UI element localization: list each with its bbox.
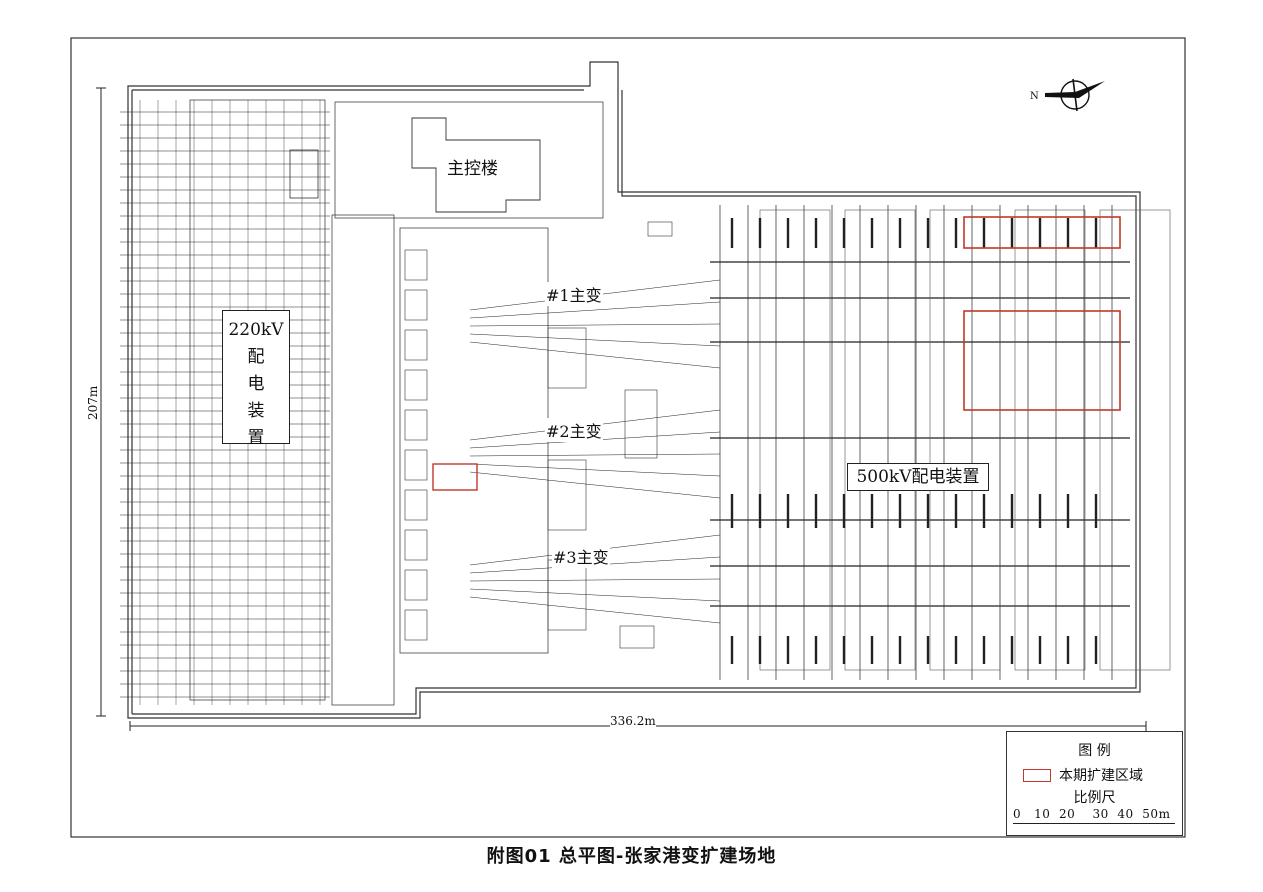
expansion-area-swatch (1023, 769, 1051, 782)
transformer-1-label: #1主变 (545, 282, 603, 306)
zone-220kv-line-3: 电 (247, 374, 265, 394)
width-dimension: 336.2m (610, 714, 656, 728)
height-dimension: 207m (86, 385, 100, 420)
svg-text:N: N (1030, 91, 1039, 102)
figure-caption: 附图01 总平图-张家港变扩建场地 (486, 846, 777, 867)
scale-bar-title: 比例尺 (1073, 790, 1116, 806)
drawing-frame (70, 37, 1186, 838)
main-control-building-label: 主控楼 (446, 154, 499, 179)
zone-220kv-label: 220kV 配 电 装 置 (222, 310, 290, 448)
scale-bar-line (1013, 823, 1175, 824)
zone-220kv-line-2: 配 (247, 347, 265, 367)
zone-220kv-line-4: 装 (247, 401, 265, 421)
transformer-3-label: #3主变 (552, 544, 610, 568)
north-arrow-icon: N (1030, 78, 1105, 112)
scale-bar-ticks: 0 10 20 30 40 50m (1013, 807, 1171, 821)
site-boundary (127, 61, 1141, 719)
transformer-2-label: #2主变 (545, 418, 603, 442)
zone-220kv-line-1: 220kV (228, 320, 284, 340)
legend: 图 例 本期扩建区域 比例尺 0 10 20 30 40 50m (1006, 731, 1183, 836)
expansion-areas (432, 216, 1121, 491)
expansion-area-label: 本期扩建区域 (1059, 768, 1143, 784)
zone-500kv-label: 500kV配电装置 (847, 463, 989, 491)
zone-220kv-line-5: 置 (247, 428, 265, 448)
legend-title: 图 例 (1078, 743, 1111, 759)
